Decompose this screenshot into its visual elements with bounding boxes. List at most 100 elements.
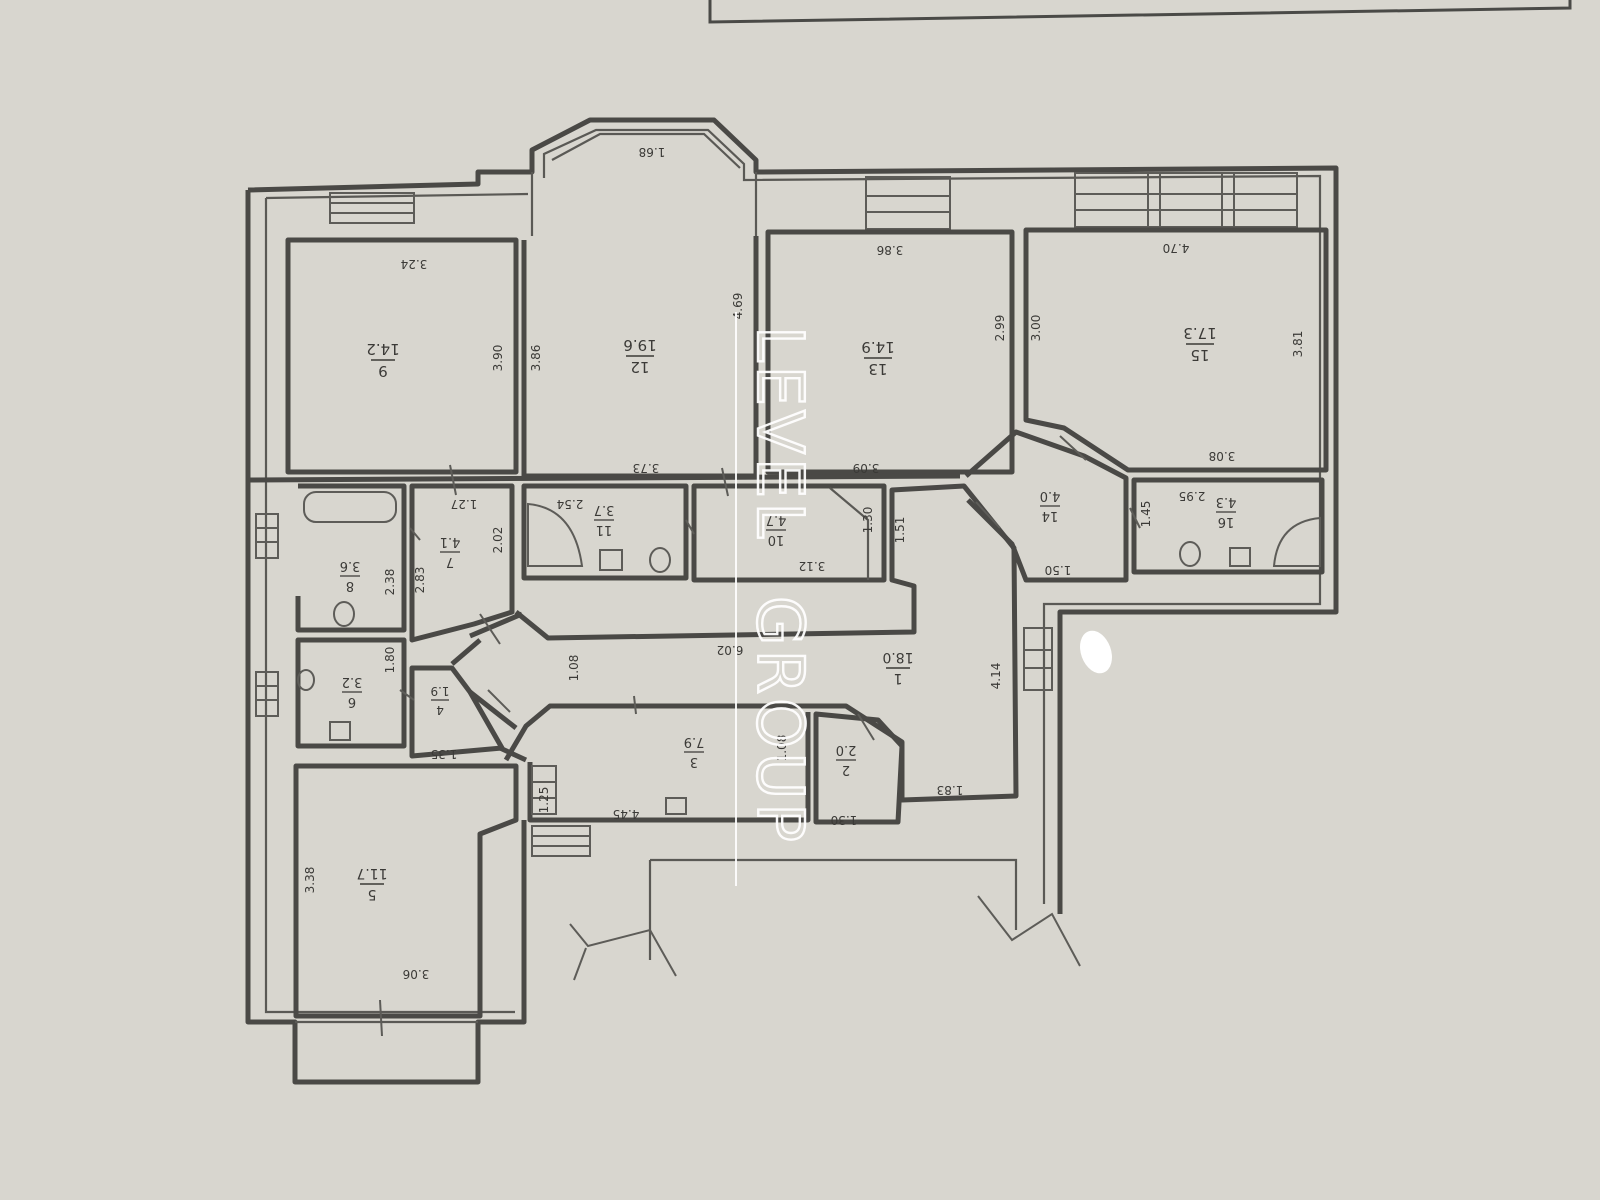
room-3-area: 7.9 xyxy=(684,734,705,749)
room-6-label: 6 3.2 xyxy=(342,674,363,709)
dim-1-80: 1.80 xyxy=(383,647,397,674)
dim-1-51: 1.51 xyxy=(893,517,907,544)
room-walls xyxy=(247,227,1329,1019)
room-1-label: 1 18.0 xyxy=(882,649,913,686)
dim-3-06: 3.06 xyxy=(403,967,430,981)
room-14-label: 14 4.0 xyxy=(1040,488,1061,523)
room-8-number: 8 xyxy=(346,578,354,593)
dim-3-73: 3.73 xyxy=(633,461,660,475)
room-11-label: 11 3.7 xyxy=(594,502,615,537)
dim-2-54: 2.54 xyxy=(557,497,584,511)
room-14-area: 4.0 xyxy=(1040,488,1061,503)
dim-6-02: 6.02 xyxy=(717,643,744,657)
room-4-label: 4 1.9 xyxy=(430,684,449,717)
dim-1-25: 1.25 xyxy=(537,787,551,814)
room-3-label: 3 7.9 xyxy=(684,734,705,769)
room-10-number: 10 xyxy=(768,532,785,547)
dim-1-08b: 1.08 xyxy=(775,735,789,762)
dim-3-90: 3.90 xyxy=(491,345,505,372)
room-2-label: 2 2.0 xyxy=(836,742,857,777)
room-1-area: 18.0 xyxy=(882,649,913,665)
dim-3-00: 3.00 xyxy=(1029,315,1043,342)
dimension-labels: 1.68 3.24 3.90 3.86 4.69 3.86 2.99 3.00 … xyxy=(303,145,1305,981)
watermark: LEVEL GROUP xyxy=(735,312,817,886)
dim-3-12: 3.12 xyxy=(799,559,826,573)
dim-2-38: 2.38 xyxy=(383,569,397,596)
room-labels: 9 14.2 12 19.6 13 14.9 15 17.3 8 3.6 7 4… xyxy=(340,324,1237,902)
room-16-outline xyxy=(1131,477,1325,575)
room-11-number: 11 xyxy=(596,522,613,537)
windows xyxy=(255,172,1298,857)
dim-2-99: 2.99 xyxy=(993,315,1007,342)
room-15-number: 15 xyxy=(1190,346,1209,364)
doors xyxy=(379,435,1141,1037)
outer-walls xyxy=(245,117,1339,1085)
room-9-number: 9 xyxy=(378,362,388,380)
room-11-outline xyxy=(521,483,689,581)
dim-3-86: 3.86 xyxy=(529,345,543,372)
room-3-number: 3 xyxy=(690,754,698,769)
room-15-label: 15 17.3 xyxy=(1183,324,1216,364)
room-10-area: 4.7 xyxy=(766,512,787,527)
dim-3-81: 3.81 xyxy=(1291,331,1305,358)
room-9-outline xyxy=(285,237,519,475)
room-16-area: 4.3 xyxy=(1216,494,1237,509)
room-15-area: 17.3 xyxy=(1183,324,1216,342)
room-7-number: 7 xyxy=(446,554,454,569)
room-1-number: 1 xyxy=(894,670,903,686)
dim-3-09: 3.09 xyxy=(853,461,880,475)
dim-2-83: 2.83 xyxy=(413,567,427,594)
room-8-label: 8 3.6 xyxy=(340,558,361,593)
dim-4-70: 4.70 xyxy=(1163,241,1190,255)
dim-1-27: 1.27 xyxy=(451,497,478,511)
room-6-area: 3.2 xyxy=(342,674,363,689)
fixtures xyxy=(297,491,1321,815)
room-2-number: 2 xyxy=(842,762,850,777)
room-13-number: 13 xyxy=(868,360,887,378)
room-9-area: 14.2 xyxy=(366,340,399,358)
room-5-number: 5 xyxy=(368,886,377,902)
room-12-number: 12 xyxy=(630,358,649,376)
room-16-number: 16 xyxy=(1218,514,1235,529)
room-16-label: 16 4.3 xyxy=(1216,494,1237,529)
dim-1-50: 1.50 xyxy=(1045,563,1072,577)
dim-2-02: 2.02 xyxy=(491,527,505,554)
room-13-label: 13 14.9 xyxy=(861,338,894,378)
dim-3-38: 3.38 xyxy=(303,867,317,894)
dim-1-30: 1.30 xyxy=(861,507,875,534)
room-15-outline xyxy=(1023,227,1329,473)
dim-3-08: 3.08 xyxy=(1209,449,1236,463)
dim-2-95: 2.95 xyxy=(1179,489,1206,503)
watermark-level: LEVEL xyxy=(742,326,816,542)
dim-3-24: 3.24 xyxy=(401,257,428,271)
room-10-label: 10 4.7 xyxy=(766,512,787,547)
room-7-area: 4.1 xyxy=(440,534,461,549)
watermark-group: GROUP xyxy=(742,596,816,846)
room-5-label: 5 11.7 xyxy=(356,865,387,902)
room-4-area: 1.9 xyxy=(430,684,449,698)
room-14-number: 14 xyxy=(1042,508,1059,523)
room-5-area: 11.7 xyxy=(356,865,387,881)
room-12-area: 19.6 xyxy=(623,336,656,354)
room-9-label: 9 14.2 xyxy=(366,340,399,380)
room-2-area: 2.0 xyxy=(836,742,857,757)
dim-4-69: 4.69 xyxy=(731,293,745,320)
dim-4-45: 4.45 xyxy=(613,807,640,821)
dim-1-35: 1.35 xyxy=(431,747,458,761)
dim-1-30b: 1.30 xyxy=(831,813,858,827)
room-7-label: 7 4.1 xyxy=(440,534,461,569)
white-blot-mark xyxy=(1080,630,1112,674)
dim-4-14: 4.14 xyxy=(989,663,1003,690)
dim-1-45: 1.45 xyxy=(1139,501,1153,528)
room-11-area: 3.7 xyxy=(594,502,615,517)
room-12-label: 12 19.6 xyxy=(623,336,656,376)
room-6-number: 6 xyxy=(348,694,356,709)
dim-3-86b: 3.86 xyxy=(877,243,904,257)
room-4-number: 4 xyxy=(436,703,444,717)
dim-1-68: 1.68 xyxy=(639,145,666,159)
dim-1-83: 1.83 xyxy=(937,783,964,797)
room-8-area: 3.6 xyxy=(340,558,361,573)
room-13-area: 14.9 xyxy=(861,338,894,356)
room-13-outline xyxy=(765,229,1015,475)
